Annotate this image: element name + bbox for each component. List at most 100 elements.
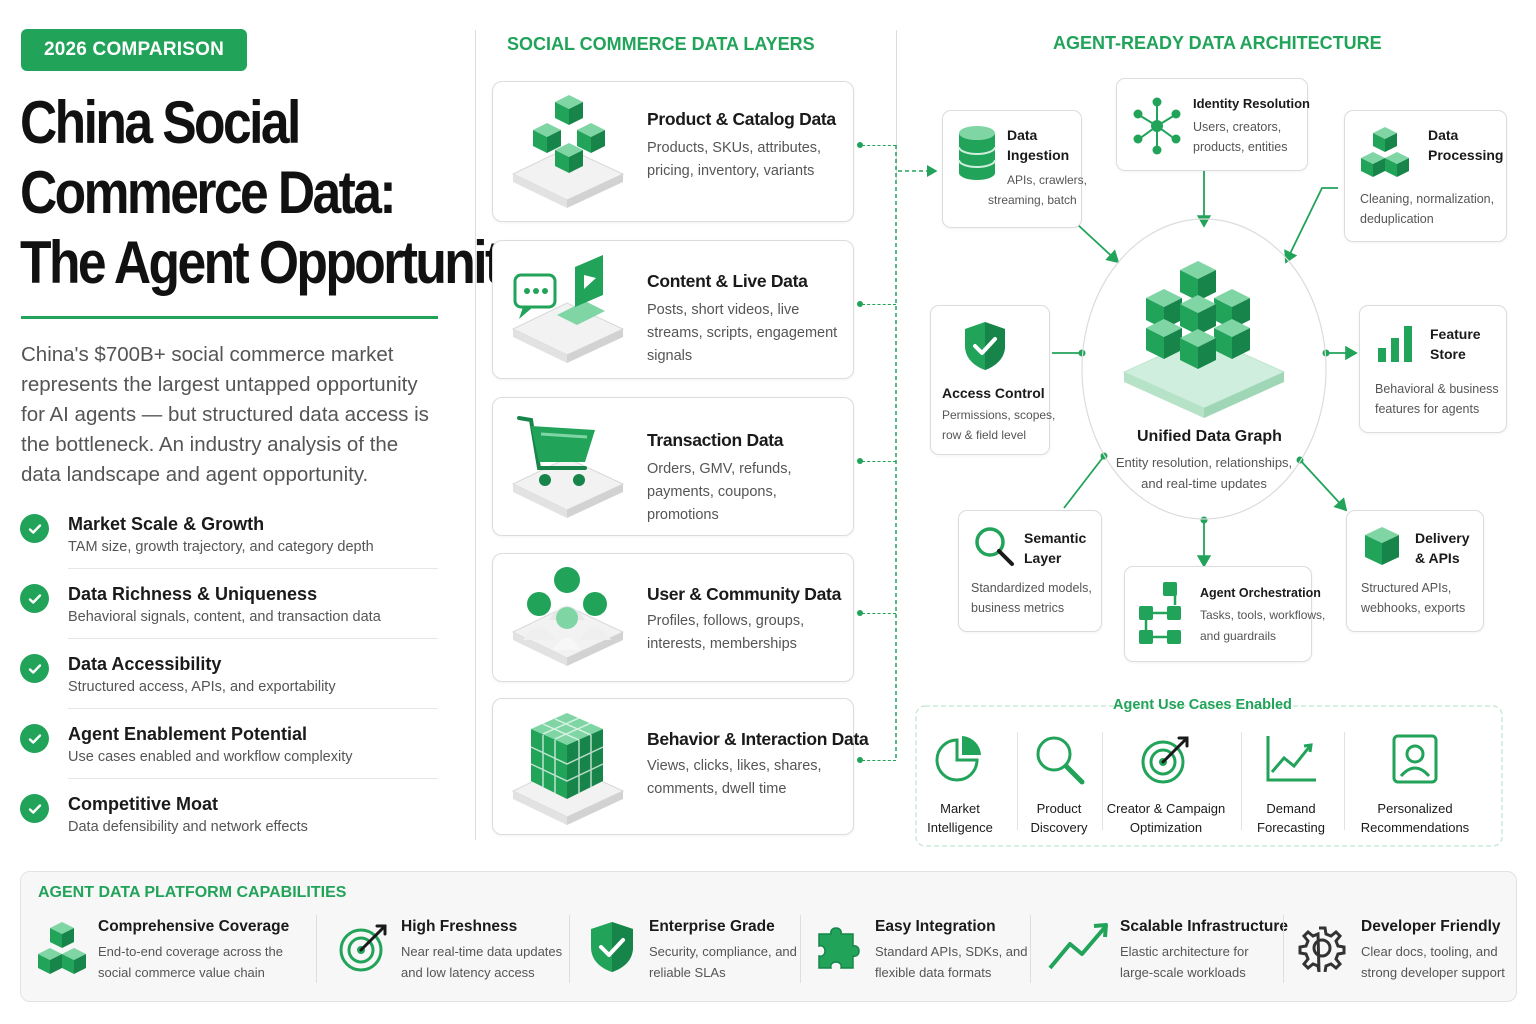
layer-title: User & Community Data xyxy=(647,584,842,604)
divider xyxy=(1344,732,1345,830)
connector-dot xyxy=(857,610,863,616)
unified-data-graph-hub xyxy=(1118,254,1290,424)
connector-dot xyxy=(857,142,863,148)
users-icon xyxy=(511,567,625,666)
card-delivery-apis: Delivery & APIs Structured APIs, webhook… xyxy=(1346,510,1484,632)
layer-desc: Views, clicks, likes, shares, comments, … xyxy=(647,758,822,797)
criterion-desc: Behavioral signals, content, and transac… xyxy=(68,609,381,625)
workflow-icon xyxy=(1139,582,1181,644)
pie-chart-icon xyxy=(935,736,981,782)
layer-desc: Profiles, follows, groups, interests, me… xyxy=(647,613,805,652)
criterion-agent-enablement: Agent Enablement Potential Use cases ena… xyxy=(20,724,438,794)
card-desc-1: Structured APIs, xyxy=(1361,581,1452,595)
card-desc-1: Behavioral & business xyxy=(1375,382,1499,396)
capabilities-heading: AGENT DATA PLATFORM CAPABILITIES xyxy=(38,884,347,901)
capability-comprehensive-coverage: Comprehensive Coverage End-to-end covera… xyxy=(36,918,306,988)
criterion-desc: Structured access, APIs, and exportabili… xyxy=(68,679,336,695)
check-icon xyxy=(20,654,49,683)
card-title-2: & APIs xyxy=(1415,550,1460,566)
target-icon xyxy=(1141,736,1189,784)
architecture-heading: AGENT-READY DATA ARCHITECTURE xyxy=(1053,33,1382,53)
capability-title: Easy Integration xyxy=(875,918,996,935)
hub-desc-2: and real-time updates xyxy=(1141,476,1267,491)
card-title-1: Data xyxy=(1007,127,1038,143)
capability-title: Scalable Infrastructure xyxy=(1120,918,1288,935)
check-icon xyxy=(20,724,49,753)
card-title-1: Data xyxy=(1428,127,1459,143)
connector-line xyxy=(862,304,896,305)
card-desc-2: webhooks, exports xyxy=(1361,601,1466,615)
card-title-2: Store xyxy=(1430,346,1466,362)
cubes-icon xyxy=(1361,127,1409,177)
card-title: Agent Orchestration xyxy=(1200,586,1321,600)
connector-dot xyxy=(857,757,863,763)
criterion-title: Agent Enablement Potential xyxy=(68,724,308,744)
card-desc-1: APIs, crawlers, xyxy=(1007,173,1088,187)
card-desc-2: streaming, batch xyxy=(988,193,1077,207)
card-desc-1: Users, creators, xyxy=(1193,120,1282,134)
user-profile-icon xyxy=(1392,734,1438,784)
hub-title: Unified Data Graph xyxy=(1137,428,1282,445)
card-desc-2: business metrics xyxy=(971,601,1065,615)
capability-easy-integration: Easy Integration Standard APIs, SDKs, an… xyxy=(815,918,1030,988)
card-title-2: Ingestion xyxy=(1007,147,1070,163)
card-title-1: Semantic xyxy=(1024,530,1087,546)
layer-content-live: Content & Live Data Posts, short videos,… xyxy=(492,240,854,379)
capability-enterprise-grade: Enterprise Grade Security, compliance, a… xyxy=(589,918,804,988)
connector-line xyxy=(862,145,896,146)
layer-title: Behavior & Interaction Data xyxy=(647,729,869,749)
check-icon xyxy=(20,514,49,543)
card-title-2: Processing xyxy=(1428,147,1504,163)
data-graph-icon xyxy=(1122,261,1286,418)
card-feature-store: Feature Store Behavioral & business feat… xyxy=(1359,305,1507,433)
divider xyxy=(1017,732,1018,830)
card-desc-2: deduplication xyxy=(1360,212,1434,226)
criterion-market-scale: Market Scale & Growth TAM size, growth t… xyxy=(20,514,438,584)
bar-chart-icon xyxy=(1378,326,1412,362)
capability-title: Developer Friendly xyxy=(1361,918,1501,935)
criterion-title: Data Richness & Uniqueness xyxy=(68,584,318,604)
column-divider xyxy=(475,30,476,840)
check-icon xyxy=(20,584,49,613)
divider xyxy=(1102,732,1103,830)
target-icon xyxy=(339,924,387,972)
divider xyxy=(68,708,438,709)
divider xyxy=(1030,915,1031,983)
divider xyxy=(569,915,570,983)
divider xyxy=(68,778,438,779)
divider xyxy=(1241,732,1242,830)
criterion-desc: Use cases enabled and workflow complexit… xyxy=(68,749,353,765)
divider xyxy=(1283,915,1284,983)
capabilities-panel xyxy=(20,871,1517,1002)
criterion-title: Data Accessibility xyxy=(68,654,222,674)
card-desc-2: features for agents xyxy=(1375,402,1480,416)
title-line-2: Commerce Data: xyxy=(20,159,397,226)
connector-dot xyxy=(857,458,863,464)
title-line-1: China Social xyxy=(20,89,301,156)
layer-desc: Posts, short videos, live streams, scrip… xyxy=(647,302,838,364)
card-identity-resolution: Identity Resolution Users, creators, pro… xyxy=(1116,78,1310,171)
puzzle-piece-icon xyxy=(818,927,860,969)
capability-scalable-infrastructure: Scalable Infrastructure Elastic architec… xyxy=(1048,918,1288,988)
connector-line xyxy=(862,461,896,462)
criterion-title: Competitive Moat xyxy=(68,794,219,814)
card-desc-1: Cleaning, normalization, xyxy=(1360,192,1495,206)
package-icon xyxy=(1365,527,1399,565)
criterion-data-richness: Data Richness & Uniqueness Behavioral si… xyxy=(20,584,438,654)
divider xyxy=(800,915,801,983)
check-icon xyxy=(20,794,49,823)
database-icon xyxy=(958,126,996,180)
shopping-cart-icon xyxy=(511,416,625,518)
layers-heading: SOCIAL COMMERCE DATA LAYERS xyxy=(507,34,815,54)
card-title-1: Feature xyxy=(1430,326,1481,342)
criterion-data-accessibility: Data Accessibility Structured access, AP… xyxy=(20,654,438,724)
